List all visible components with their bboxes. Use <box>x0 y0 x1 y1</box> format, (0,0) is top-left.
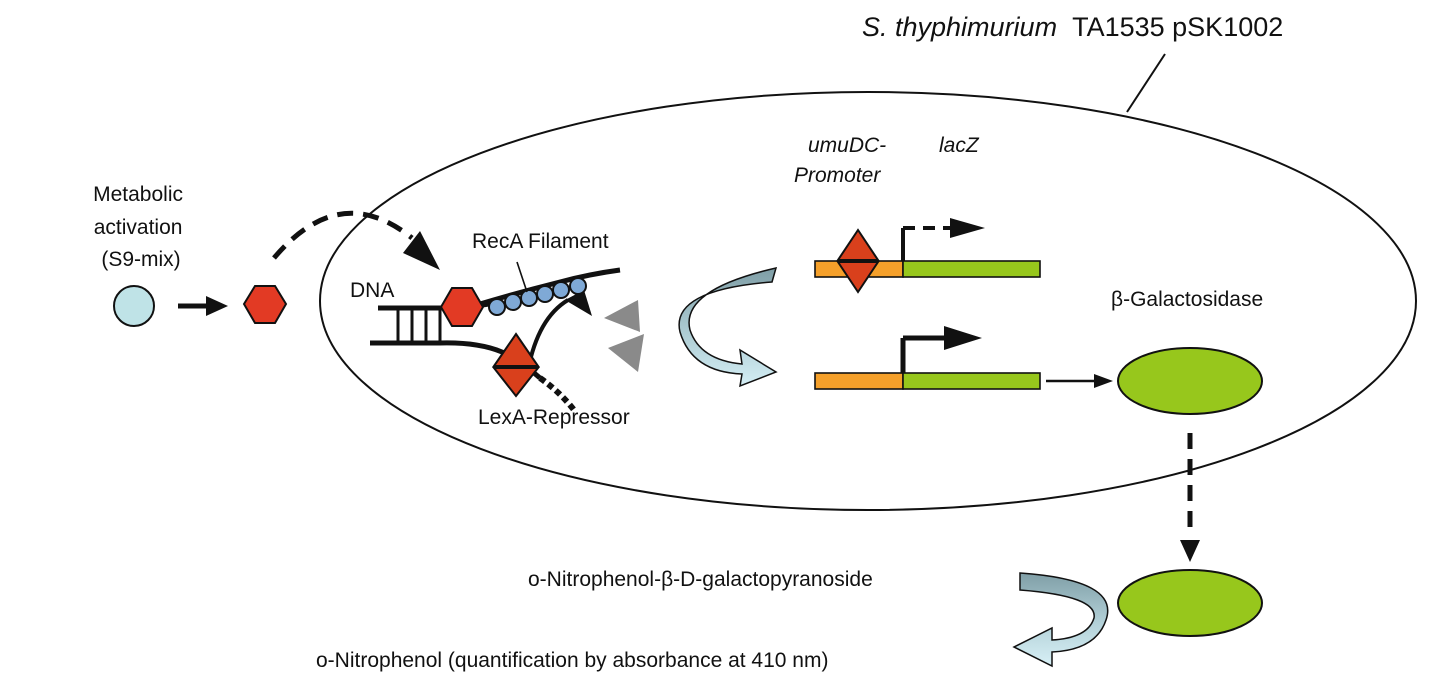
induced-transcript-head <box>944 326 982 350</box>
lexa-repressor <box>491 332 541 398</box>
bacterial-cell <box>319 91 1417 511</box>
reca-pointer-line <box>516 261 528 293</box>
activation-arrow-head <box>206 296 228 316</box>
dna-strand-dotted <box>538 375 577 412</box>
reca-filament <box>488 277 587 316</box>
induced-promoter-bar <box>814 372 904 390</box>
induced-lacz-bar <box>902 372 1041 390</box>
umudc-promoter-label: umuDC- Promoter <box>794 134 892 187</box>
onpg-label: o-Nitrophenol-β-D-galactopyranoside <box>528 568 873 591</box>
substrate-curved-arrow <box>1012 572 1109 668</box>
precursor-circle <box>113 285 155 327</box>
extracellular-enzyme <box>1117 569 1263 637</box>
dna-label: DNA <box>350 279 394 302</box>
lexa-label: LexA-Repressor <box>478 406 630 429</box>
title: S. thyphimurium TA1535 pSK1002 <box>862 12 1283 42</box>
metabolic-activation-label: Metabolic activation (S9-mix) <box>93 183 189 271</box>
cleavage-arrow-head <box>565 290 592 316</box>
release-arrow-head <box>1180 540 1200 562</box>
beta-galactosidase-enzyme <box>1117 347 1263 415</box>
onp-label: o-Nitrophenol (quantification by absorba… <box>316 649 828 672</box>
reca-label: RecA Filament <box>472 230 609 253</box>
uptake-arrow-head <box>403 231 440 270</box>
strain-name: TA1535 pSK1002 <box>1072 12 1283 42</box>
beta-galactosidase-label: β-Galactosidase <box>1111 288 1263 311</box>
repressed-transcript-head <box>950 218 985 238</box>
expression-arrow-head <box>1094 374 1113 388</box>
lexa-fragment-top <box>604 300 640 332</box>
uptake-dashed-arrow <box>272 210 414 260</box>
lacz-label: lacZ <box>939 134 980 157</box>
title-pointer-line <box>1126 53 1166 113</box>
bound-mutagen-hexagon <box>439 287 485 327</box>
induction-curved-arrow <box>678 266 778 388</box>
dna-base-pairs <box>396 308 442 343</box>
mutagen-hexagon <box>242 285 288 324</box>
repressed-lacz-bar <box>902 260 1041 278</box>
lexa-fragment-bottom <box>608 334 644 372</box>
bound-lexa-repressor <box>836 228 880 294</box>
species-name: S. thyphimurium <box>862 12 1057 42</box>
